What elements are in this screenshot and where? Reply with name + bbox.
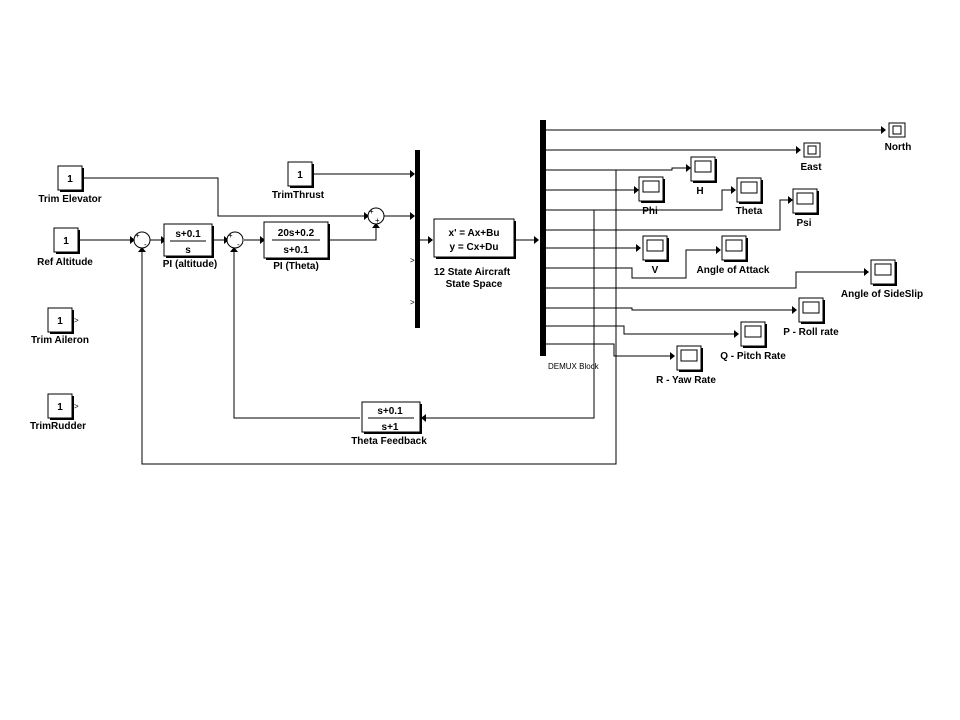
trim-elevator-value: 1 bbox=[67, 174, 73, 185]
scope-p-label: P - Roll rate bbox=[783, 327, 839, 338]
sum-elevator-plus2: + bbox=[375, 216, 380, 225]
trim-aileron-value: 1 bbox=[57, 316, 63, 327]
wire-q bbox=[546, 325, 736, 335]
sum-theta-minus: - bbox=[237, 240, 240, 249]
scope-north-label: North bbox=[885, 142, 912, 153]
trim-rudder-port: > bbox=[74, 402, 79, 411]
sum-altitude[interactable]: + - bbox=[133, 231, 151, 249]
scope-sideslip[interactable]: Angle of SideSlip bbox=[841, 259, 923, 300]
scope-v-label: V bbox=[652, 265, 659, 276]
scope-psi[interactable]: Psi bbox=[792, 188, 819, 229]
sum-theta-plus: + bbox=[228, 231, 233, 240]
mux-port-3: > bbox=[410, 256, 415, 265]
ref-altitude-label: Ref Altitude bbox=[37, 257, 93, 268]
scope-theta[interactable]: Theta bbox=[736, 177, 763, 217]
scope-phi[interactable]: Phi bbox=[638, 176, 665, 217]
sum-altitude-plus: + bbox=[135, 231, 140, 240]
scope-theta-label: Theta bbox=[736, 206, 763, 217]
scope-h[interactable]: H bbox=[690, 156, 717, 197]
trim-thrust-value: 1 bbox=[297, 170, 303, 181]
state-space-eq1: x' = Ax+Bu bbox=[449, 228, 500, 239]
wire-p bbox=[546, 307, 794, 311]
pi-theta-num: 20s+0.2 bbox=[278, 228, 315, 239]
trim-rudder-block[interactable]: 1 > TrimRudder bbox=[30, 393, 86, 432]
scope-psi-label: Psi bbox=[796, 218, 811, 229]
trim-aileron-label: Trim Aileron bbox=[31, 335, 89, 346]
pi-theta-den: s+0.1 bbox=[283, 245, 309, 256]
state-space-label-1: 12 State Aircraft bbox=[434, 267, 511, 278]
theta-feedback-block[interactable]: s+0.1 s+1 Theta Feedback bbox=[351, 401, 427, 447]
pi-altitude-block[interactable]: s+0.1 s PI (altitude) bbox=[163, 223, 217, 270]
scope-north[interactable]: North bbox=[885, 122, 912, 153]
sum-theta[interactable]: + - bbox=[226, 231, 244, 249]
theta-feedback-label: Theta Feedback bbox=[351, 436, 427, 447]
scope-aoa-label: Angle of Attack bbox=[697, 265, 770, 276]
pi-theta-label: PI (Theta) bbox=[273, 261, 319, 272]
scope-aoa[interactable]: Angle of Attack bbox=[697, 235, 770, 276]
pi-theta-block[interactable]: 20s+0.2 s+0.1 PI (Theta) bbox=[263, 221, 330, 272]
ref-altitude-value: 1 bbox=[63, 236, 69, 247]
state-space-block[interactable]: x' = Ax+Bu y = Cx+Du 12 State Aircraft S… bbox=[433, 218, 516, 290]
pi-altitude-den: s bbox=[185, 245, 191, 256]
trim-rudder-label: TrimRudder bbox=[30, 421, 86, 432]
trim-elevator-label: Trim Elevator bbox=[38, 194, 101, 205]
trim-rudder-value: 1 bbox=[57, 402, 63, 413]
scope-r[interactable]: R - Yaw Rate bbox=[656, 345, 716, 386]
wire-r bbox=[546, 343, 672, 357]
mux-port-4: > bbox=[410, 298, 415, 307]
wire-theta-feedback bbox=[233, 250, 360, 419]
scope-p[interactable]: P - Roll rate bbox=[783, 297, 839, 338]
trim-thrust-block[interactable]: 1 TrimThrust bbox=[272, 161, 325, 201]
demux-label: DEMUX Block bbox=[548, 362, 600, 371]
wire-psi bbox=[546, 199, 790, 231]
wire-trim-elevator bbox=[82, 177, 364, 217]
state-space-eq2: y = Cx+Du bbox=[450, 242, 499, 253]
sum-elevator[interactable]: + + bbox=[367, 207, 385, 225]
wire-aoa bbox=[546, 249, 718, 279]
theta-feedback-num: s+0.1 bbox=[377, 406, 403, 417]
trim-aileron-port: > bbox=[74, 316, 79, 325]
scope-phi-label: Phi bbox=[642, 206, 658, 217]
scope-h-label: H bbox=[696, 186, 703, 197]
wire-sideslip bbox=[546, 271, 866, 289]
wire-theta-tap bbox=[424, 210, 595, 419]
wire-h bbox=[546, 167, 688, 171]
trim-elevator-block[interactable]: 1 Trim Elevator bbox=[38, 165, 102, 205]
pi-altitude-num: s+0.1 bbox=[175, 229, 201, 240]
arrow-heads bbox=[130, 126, 886, 422]
pi-altitude-label: PI (altitude) bbox=[163, 259, 217, 270]
scope-east-label: East bbox=[800, 162, 822, 173]
wire-h-tap bbox=[141, 170, 617, 465]
signal-wires bbox=[80, 129, 884, 465]
sum-elevator-plus1: + bbox=[369, 207, 374, 216]
wire-theta bbox=[546, 189, 734, 211]
scope-r-label: R - Yaw Rate bbox=[656, 375, 716, 386]
trim-aileron-block[interactable]: 1 > Trim Aileron bbox=[31, 307, 89, 346]
wire-pitheta-sum3 bbox=[330, 226, 377, 241]
theta-feedback-den: s+1 bbox=[382, 422, 399, 433]
demux-block[interactable]: DEMUX Block bbox=[540, 120, 600, 371]
scope-east[interactable]: East bbox=[800, 142, 822, 173]
state-space-label-2: State Space bbox=[446, 279, 503, 290]
mux-block[interactable]: > > bbox=[410, 150, 420, 328]
scope-q[interactable]: Q - Pitch Rate bbox=[720, 321, 786, 362]
scope-sideslip-label: Angle of SideSlip bbox=[841, 289, 923, 300]
sum-altitude-minus: - bbox=[144, 240, 147, 249]
trim-thrust-label: TrimThrust bbox=[272, 190, 325, 201]
scope-q-label: Q - Pitch Rate bbox=[720, 351, 786, 362]
scope-v[interactable]: V bbox=[642, 235, 669, 276]
ref-altitude-block[interactable]: 1 Ref Altitude bbox=[37, 227, 93, 268]
